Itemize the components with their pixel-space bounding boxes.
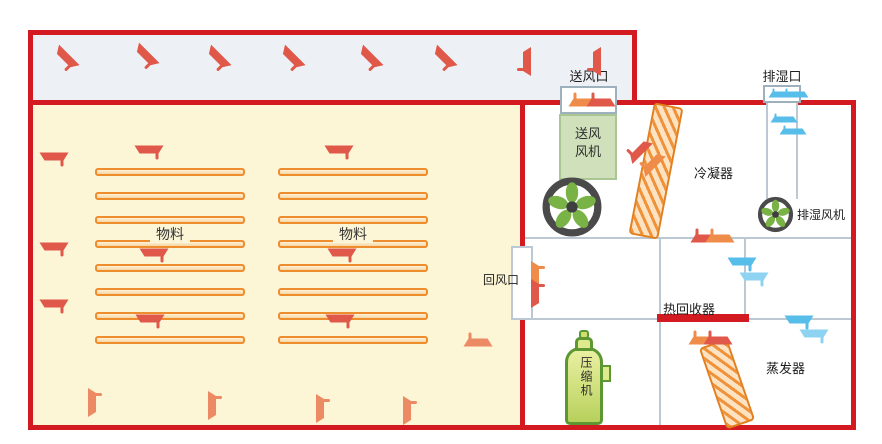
airflow-arrow <box>160 248 164 263</box>
airflow-arrow <box>805 315 809 330</box>
top-return-air-duct <box>28 30 637 105</box>
airflow-arrow <box>785 88 788 98</box>
heat-recovery-label: 热回收器 <box>663 303 716 318</box>
exhaust-outlet-label: 排湿口 <box>762 70 802 85</box>
evaporator-label: 蒸发器 <box>766 362 806 377</box>
airflow-arrow <box>468 332 472 347</box>
material-rack-left: 物料 <box>95 168 245 346</box>
tray <box>95 312 245 320</box>
exhaust-fan-label: 排湿风机 <box>797 208 846 222</box>
airflow-arrow <box>346 314 350 329</box>
airflow-arrow <box>573 92 577 107</box>
airflow-arrow <box>708 330 712 345</box>
material-rack-right: 物料 <box>278 168 428 346</box>
airflow-arrow <box>695 228 699 243</box>
condenser-label: 冷凝器 <box>694 167 734 182</box>
airflow-arrow <box>155 145 159 160</box>
airflow-arrow <box>710 228 714 243</box>
tray <box>95 288 245 296</box>
partition-line-upper <box>525 237 851 239</box>
supply-fan-label-line2: 风机 <box>574 145 601 160</box>
airflow-arrow <box>772 88 775 98</box>
airflow-arrow <box>591 92 595 107</box>
airflow-arrow <box>531 284 545 287</box>
airflow-arrow <box>316 399 330 402</box>
airflow-arrow <box>208 396 222 399</box>
tray <box>278 336 428 344</box>
heat-recovery-core <box>657 314 749 322</box>
compressor-label: 压缩机 <box>579 356 593 398</box>
material-label: 物料 <box>95 224 245 243</box>
airflow-arrow <box>783 125 786 135</box>
airflow-arrow <box>403 401 417 404</box>
airflow-arrow <box>60 152 64 167</box>
airflow-arrow <box>531 266 545 269</box>
airflow-arrow <box>60 242 64 257</box>
airflow-arrow <box>60 299 64 314</box>
airflow-arrow <box>693 330 697 345</box>
compressor-fitting <box>601 365 611 382</box>
exhaust-fan-icon <box>757 196 794 233</box>
airflow-arrow <box>517 68 531 71</box>
airflow-arrow <box>587 68 601 71</box>
return-inlet-label: 回风口 <box>483 273 520 287</box>
airflow-arrow <box>760 272 764 287</box>
airflow-arrow <box>88 393 102 396</box>
airflow-arrow <box>820 329 824 344</box>
tray <box>95 216 245 224</box>
supply-fan-label-line1: 送风 <box>574 127 601 142</box>
tray <box>95 168 245 176</box>
tray <box>95 336 245 344</box>
airflow-arrow <box>156 314 160 329</box>
compressor-neck <box>575 337 593 351</box>
tray <box>278 168 428 176</box>
tray <box>278 264 428 272</box>
airflow-arrow <box>748 257 752 272</box>
airflow-arrow <box>345 145 349 160</box>
compressor-cap <box>579 330 589 339</box>
tray <box>95 264 245 272</box>
tray <box>278 288 428 296</box>
supply-fan-icon <box>542 177 602 237</box>
airflow-arrow <box>348 248 352 263</box>
tray <box>278 216 428 224</box>
tray <box>95 192 245 200</box>
partition-line-vertical-left <box>659 237 661 425</box>
airflow-arrow <box>774 113 777 123</box>
material-label: 物料 <box>278 224 428 243</box>
supply-fan-housing: 送风 风机 <box>559 114 617 180</box>
tray <box>278 192 428 200</box>
